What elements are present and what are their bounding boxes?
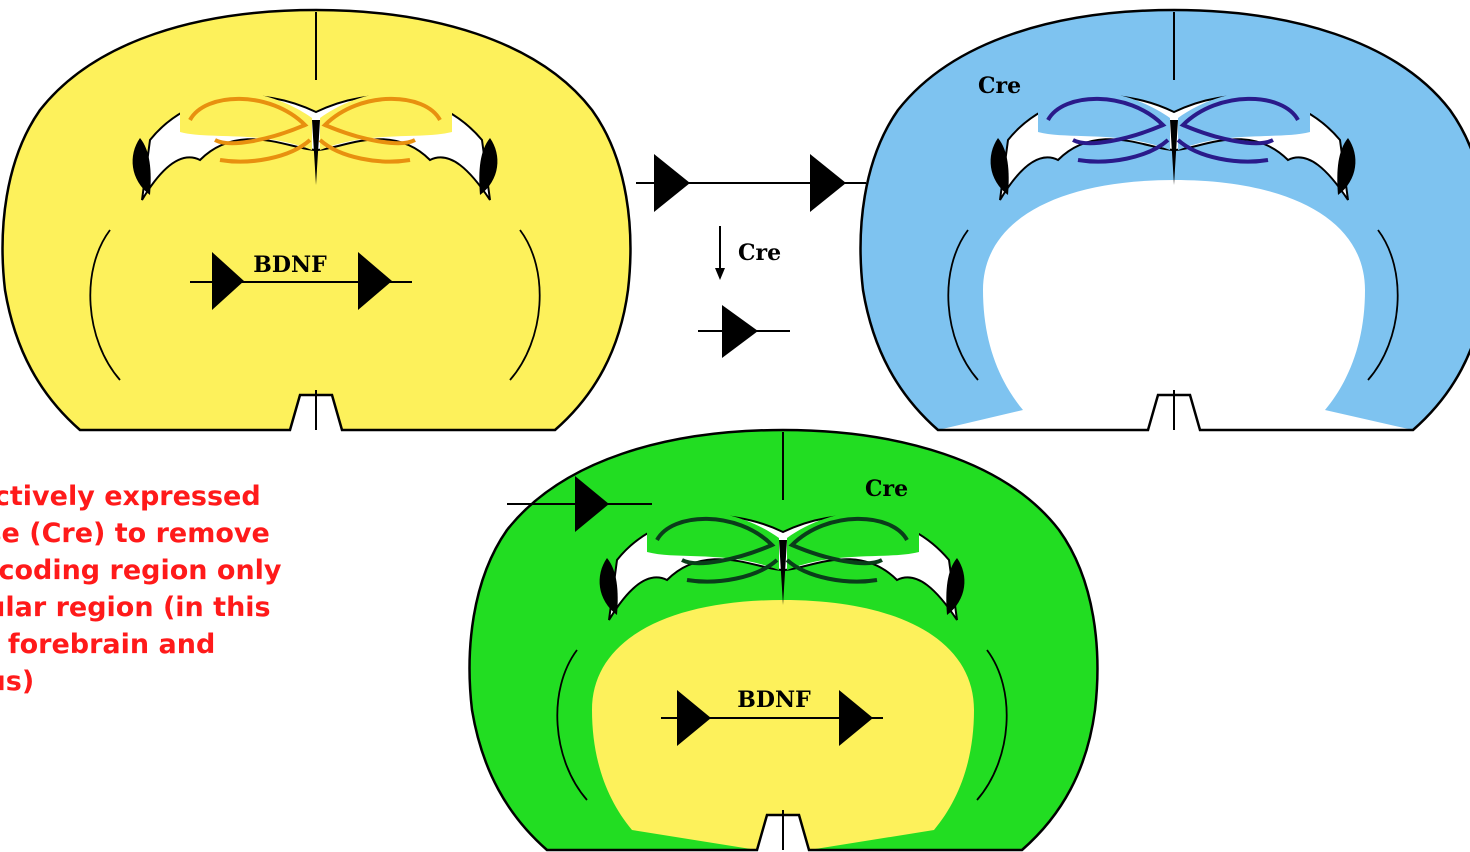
brain-knockout: Cre BDNF <box>470 430 1098 850</box>
caption-text: electively expressed nase (Cre) to remov… <box>0 478 468 700</box>
caption-line-2: nase (Cre) to remove <box>0 515 468 552</box>
caption-line-5: the forebrain and <box>0 626 468 663</box>
loxp-triangle-b <box>810 154 846 212</box>
loxp-triangle-a <box>654 154 690 212</box>
caption-line-3: NF coding region only <box>0 552 468 589</box>
cre-label-top: Cre <box>978 73 1021 99</box>
recombination-schematic: Cre <box>636 154 866 358</box>
bdnf-label-top: BDNF <box>253 252 327 278</box>
cre-label-middle: Cre <box>738 240 781 266</box>
bdnf-label-bottom: BDNF <box>737 687 811 713</box>
caption-line-4: ticular region (in this <box>0 589 468 626</box>
cre-label-bottom: Cre <box>865 476 908 502</box>
caption-line-6: npus) <box>0 663 468 700</box>
loxp-triangle-remaining <box>722 305 758 358</box>
brain-wildtype <box>3 10 631 430</box>
brain-cre: Cre <box>861 10 1470 430</box>
caption-line-1: electively expressed <box>0 478 468 515</box>
